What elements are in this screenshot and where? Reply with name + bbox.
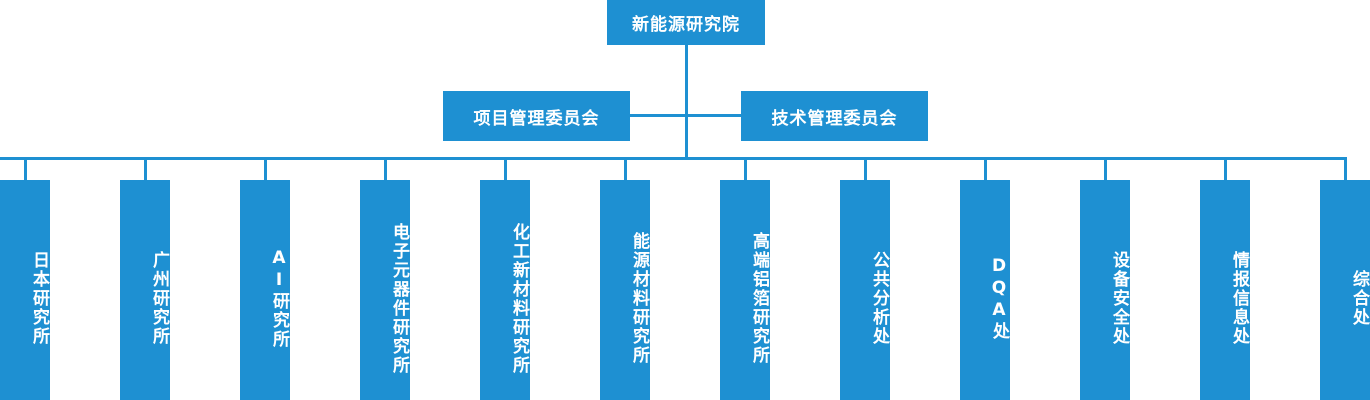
connector-department-drop [1344, 157, 1347, 183]
connector-department-drop [504, 157, 507, 183]
connector-department-drop [1104, 157, 1107, 183]
connector-department-drop [1224, 157, 1227, 183]
org-node-department[interactable]: 化工新材料研究所 [480, 180, 530, 400]
org-node-department[interactable]: 设备安全处 [1080, 180, 1130, 400]
org-node-department[interactable]: 情报信息处 [1200, 180, 1250, 400]
org-node-department[interactable]: 公共分析处 [840, 180, 890, 400]
org-node-department[interactable]: 电子元器件研究所 [360, 180, 410, 400]
connector-root-to-bus [685, 45, 688, 160]
org-node-committee-project[interactable]: 项目管理委员会 [443, 91, 630, 141]
org-node-committee-technical[interactable]: 技术管理委员会 [741, 91, 928, 141]
connector-department-drop [744, 157, 747, 183]
org-node-root[interactable]: 新能源研究院 [607, 0, 765, 45]
connector-department-bus [0, 157, 1347, 160]
connector-department-drop [24, 157, 27, 183]
org-node-department[interactable]: AI研究所 [240, 180, 290, 400]
org-node-department[interactable]: 日本研究所 [0, 180, 50, 400]
connector-department-drop [624, 157, 627, 183]
org-node-department[interactable]: 高端铝箔研究所 [720, 180, 770, 400]
connector-department-drop [144, 157, 147, 183]
connector-committees [630, 114, 741, 117]
org-node-department[interactable]: 综合处 [1320, 180, 1370, 400]
org-node-department[interactable]: DQA处 [960, 180, 1010, 400]
org-node-department[interactable]: 能源材料研究所 [600, 180, 650, 400]
org-node-department[interactable]: 广州研究所 [120, 180, 170, 400]
connector-department-drop [864, 157, 867, 183]
connector-department-drop [384, 157, 387, 183]
connector-department-drop [264, 157, 267, 183]
connector-department-drop [984, 157, 987, 183]
